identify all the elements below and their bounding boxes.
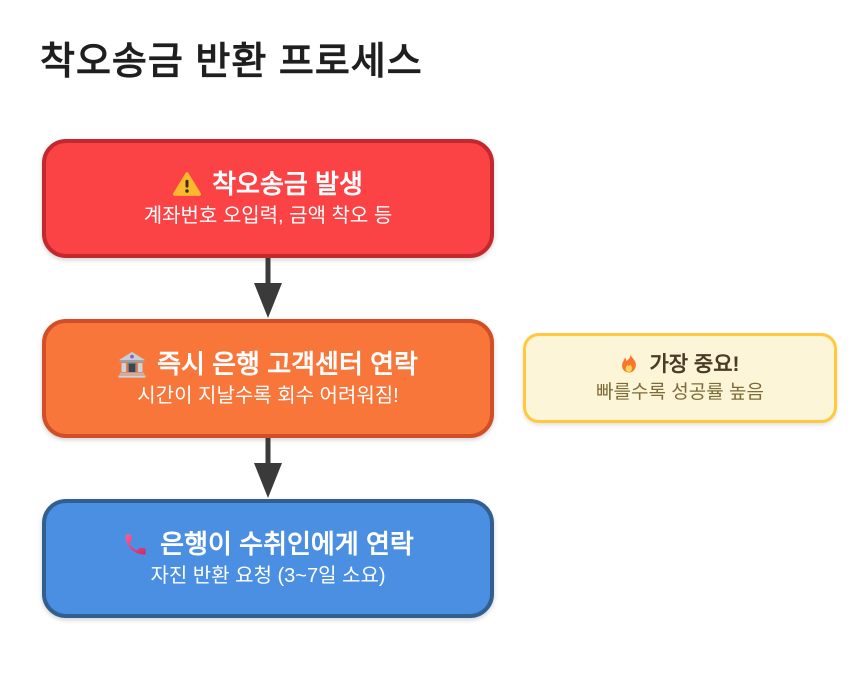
bank-icon	[118, 351, 146, 378]
flow-step-bank-contacts-recipient: 은행이 수취인에게 연락 자진 반환 요청 (3~7일 소요)	[42, 499, 494, 618]
fire-icon	[620, 353, 640, 377]
flow-arrow-down-icon	[254, 438, 282, 498]
step-subtitle: 시간이 지날수록 회수 어려워짐!	[137, 385, 399, 408]
note-heading: 가장 중요!	[649, 353, 740, 376]
step-heading: 착오송금 발생	[212, 168, 363, 199]
step-heading-row: 즉시 은행 고객센터 연락	[118, 350, 418, 379]
step-subtitle: 계좌번호 오입력, 금액 착오 등	[143, 205, 393, 228]
step-heading-row: 착오송금 발생	[173, 170, 363, 199]
note-subtitle: 빠를수록 성공률 높음	[596, 381, 764, 403]
step-heading: 은행이 수취인에게 연락	[160, 528, 414, 559]
flow-arrow-down-icon	[254, 258, 282, 318]
step-subtitle: 자진 반환 요청 (3~7일 소요)	[150, 565, 386, 588]
step-heading: 즉시 은행 고객센터 연락	[157, 348, 418, 379]
step-heading-row: 은행이 수취인에게 연락	[122, 530, 414, 559]
importance-note: 가장 중요! 빠를수록 성공률 높음	[523, 333, 837, 423]
note-heading-row: 가장 중요!	[620, 353, 740, 377]
warning-icon	[173, 171, 202, 198]
flow-step-contact-bank: 즉시 은행 고객센터 연락 시간이 지날수록 회수 어려워짐!	[42, 319, 494, 438]
phone-icon	[122, 531, 149, 558]
flow-step-error-occurred: 착오송금 발생 계좌번호 오입력, 금액 착오 등	[42, 139, 494, 258]
page-title: 착오송금 반환 프로세스	[40, 41, 423, 83]
